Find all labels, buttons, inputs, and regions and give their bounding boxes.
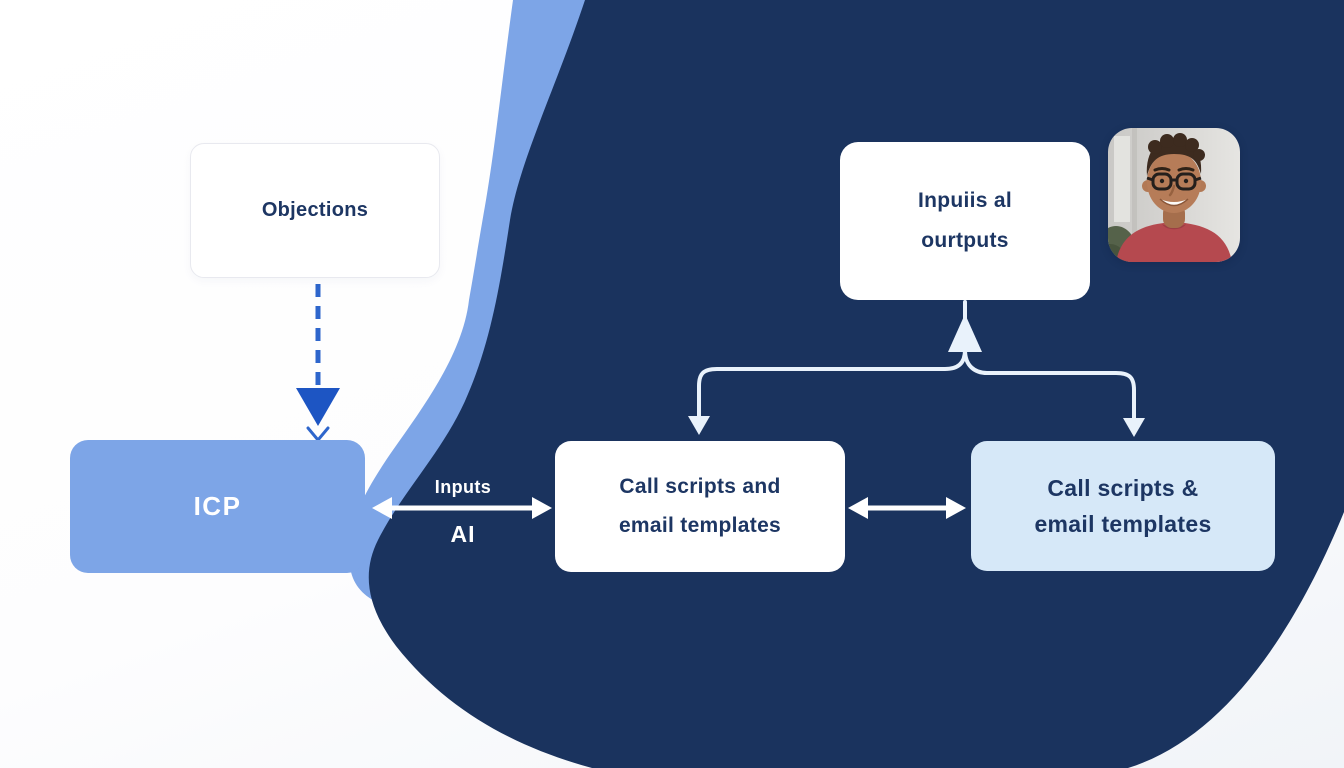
arrow-down-icon <box>688 416 710 435</box>
call-scripts-templates-node: Call scripts & email templates <box>971 441 1275 571</box>
icp-label: ICP <box>193 491 242 521</box>
arrow-up-icon <box>948 314 982 352</box>
right-box-line2: email templates <box>1034 510 1212 537</box>
glasses-icon <box>1146 172 1202 191</box>
arrow-down-icon <box>1123 418 1145 437</box>
arrow-right-icon <box>946 497 966 519</box>
inputs-label: Inputs <box>434 477 492 497</box>
call-scripts-line1: Call scripts and <box>619 475 781 498</box>
red-shirt <box>1116 222 1232 262</box>
call-scripts-node: Call scripts and email templates <box>555 441 845 572</box>
icp-node: ICP <box>70 440 365 573</box>
top-box-line2: ourtputs <box>921 229 1009 252</box>
arrow-left-icon <box>848 497 868 519</box>
face <box>1147 151 1201 213</box>
double-arrow-center-right <box>848 497 966 519</box>
arrow-right-icon <box>532 497 552 519</box>
avatar-photo <box>1108 128 1240 262</box>
flow-connector <box>688 300 1145 437</box>
double-arrow-icp-center <box>372 497 552 519</box>
objections-label: Objections <box>261 199 369 221</box>
inputs-outputs-node: Inpuiis al ourtputs <box>840 142 1090 300</box>
dashed-arrow-objections-icp <box>296 284 340 442</box>
window-highlight <box>1114 136 1130 222</box>
arrow-left-icon <box>372 497 392 519</box>
objections-node: Objections <box>190 143 440 278</box>
avatar <box>1108 128 1240 262</box>
right-box-line1: Call scripts & <box>1047 474 1199 501</box>
navy-blob <box>368 0 1344 768</box>
arrow-down-icon <box>296 388 340 426</box>
call-scripts-line2: email templates <box>618 514 782 537</box>
top-box-line1: Inpuiis al <box>917 189 1012 212</box>
ai-label: AI <box>450 521 476 547</box>
arrow-down-icon <box>306 426 330 442</box>
